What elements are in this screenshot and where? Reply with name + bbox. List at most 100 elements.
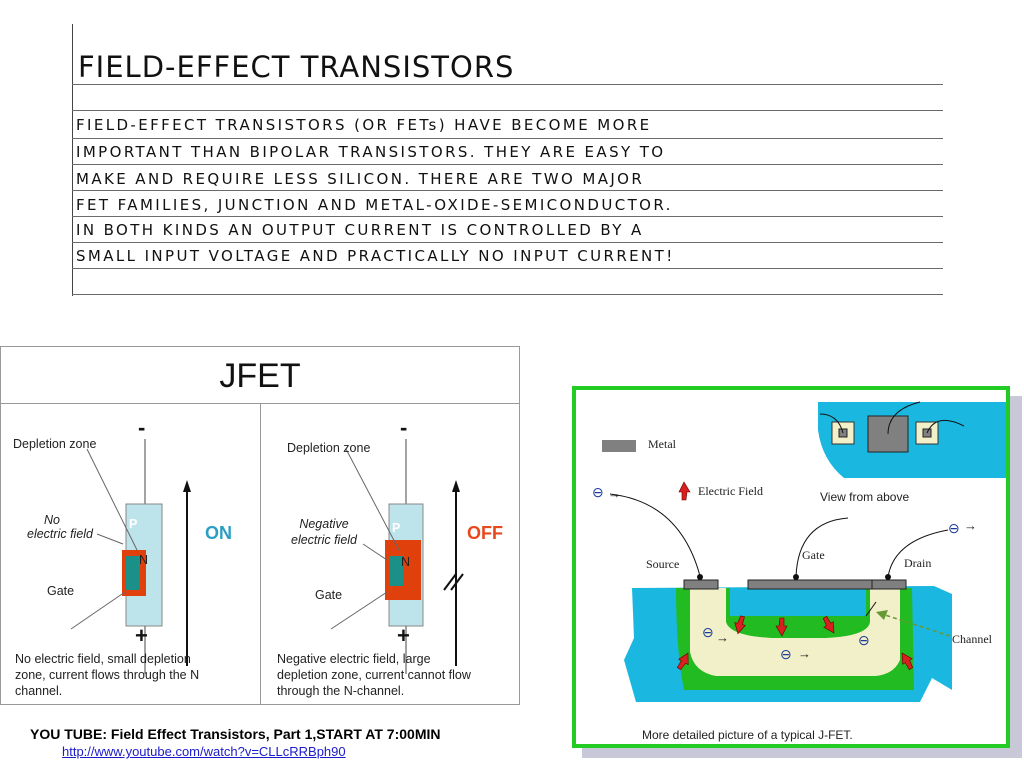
notes-line-3: MAKE AND REQUIRE LESS SILICON. THERE ARE…	[76, 170, 645, 188]
electric-field-legend-arrow	[678, 481, 691, 501]
notes-line-4: FET FAMILIES, JUNCTION AND METAL-OXIDE-S…	[76, 196, 673, 214]
right-block-mark-2	[450, 573, 464, 591]
ruled-line	[72, 110, 943, 111]
electron-channel-2-arrow: →	[798, 646, 811, 661]
right-caption-1: Negative electric field, large	[277, 652, 431, 666]
right-n-label: N	[401, 555, 411, 569]
youtube-title: YOU TUBE: Field Effect Transistors, Part…	[30, 726, 441, 742]
drain-bond	[885, 574, 891, 580]
left-p-label: P	[129, 517, 138, 531]
left-gate-pointer	[70, 591, 126, 630]
drain-label: Drain	[904, 556, 932, 570]
left-field-pointer	[96, 533, 124, 545]
left-plus: +	[135, 623, 148, 648]
channel-label: Channel	[952, 632, 992, 646]
metal-legend-swatch	[602, 440, 636, 452]
left-depletion-pointer	[86, 448, 138, 551]
left-caption-2: zone, current flows through the N	[15, 668, 200, 682]
youtube-link[interactable]: http://www.youtube.com/watch?v=CLLcRRBph…	[62, 744, 346, 759]
electron-source-arrow: →	[608, 486, 621, 501]
top-view-gate-wire	[887, 401, 921, 435]
field-arrow	[676, 652, 689, 671]
jfet-drawing	[70, 439, 464, 674]
left-depletion-label: Depletion zone	[13, 437, 97, 451]
channel-pointer-head	[876, 610, 888, 620]
top-view-drain-wire	[926, 419, 965, 434]
gate-p-region	[730, 588, 866, 616]
electron-channel-1-arrow: →	[716, 630, 729, 645]
cross-section-drawing	[602, 401, 1006, 702]
drain-contact	[871, 579, 907, 590]
right-gate-pointer	[330, 591, 388, 630]
left-current-arrowhead	[183, 480, 191, 492]
left-caption-3: channel.	[15, 684, 63, 698]
ruled-line	[72, 138, 943, 139]
left-minus: -	[138, 415, 146, 440]
electron-path-arrow	[865, 601, 877, 617]
top-view-substrate	[818, 402, 1006, 478]
cross-section-caption: More detailed picture of a typical J-FET…	[642, 728, 853, 742]
right-minus: -	[400, 415, 408, 440]
ruled-line	[72, 294, 943, 295]
source-contact	[683, 579, 719, 590]
gate-contact	[747, 579, 885, 590]
electron-channel-3: ⊖	[858, 632, 870, 648]
source-wire	[609, 493, 701, 577]
left-gate-label: Gate	[47, 584, 75, 598]
gate-label: Gate	[802, 548, 825, 562]
top-view-source-wire	[819, 413, 844, 434]
ruled-line	[72, 268, 943, 269]
drain-wire	[887, 529, 949, 578]
cross-section-frame: Metal Electric Field View from above Sou…	[572, 386, 1010, 748]
field-arrow	[822, 615, 835, 634]
n-channel	[690, 588, 900, 676]
on-label: ON	[205, 523, 232, 543]
jfet-cross-section: Metal Electric Field View from above Sou…	[572, 386, 1022, 758]
right-p-label: P	[392, 521, 401, 535]
left-caption-1: No electric field, small depletion	[15, 652, 191, 666]
right-block-mark-1	[443, 573, 457, 591]
ruled-line	[72, 216, 943, 217]
notes-line-1: FIELD-EFFECT TRANSISTORS (OR FETs) HAVE …	[76, 116, 652, 134]
left-field-label-1: No	[44, 513, 60, 527]
right-caption-3: through the N-channel.	[277, 684, 405, 698]
notes-line-5: IN BOTH KINDS AN OUTPUT CURRENT IS CONTR…	[76, 221, 644, 239]
source-bond	[697, 574, 703, 580]
channel-pointer	[881, 613, 951, 637]
right-plus: +	[397, 623, 410, 648]
margin-line	[72, 24, 73, 296]
metal-label: Metal	[648, 437, 676, 451]
gate-wire	[795, 517, 849, 578]
right-field-label-2: electric field	[291, 533, 357, 547]
left-p-region	[126, 556, 140, 590]
source-label: Source	[646, 557, 680, 571]
jfet-diagram: JFET - Depletion zone No electric field …	[0, 346, 520, 705]
right-depletion-label: Depletion zone	[287, 441, 371, 455]
electron-source: ⊖	[592, 484, 604, 500]
gate-bond	[793, 574, 799, 580]
right-caption-2: depletion zone, current cannot flow	[277, 668, 471, 682]
electron-channel-2: ⊖	[780, 646, 792, 662]
right-gate-label: Gate	[315, 588, 343, 602]
ruled-line	[72, 84, 943, 85]
right-depletion-pointer	[345, 448, 400, 551]
left-n-label: N	[139, 553, 149, 567]
jfet-divider	[260, 404, 261, 704]
right-p-region	[389, 556, 403, 586]
right-field-pointer	[362, 543, 388, 561]
notes-line-6: SMALL INPUT VOLTAGE AND PRACTICALLY NO I…	[76, 247, 675, 265]
notes-line-2: IMPORTANT THAN BIPOLAR TRANSISTORS. THEY…	[76, 143, 666, 161]
ruled-line	[72, 242, 943, 243]
field-arrow	[775, 617, 788, 637]
ruled-line	[72, 190, 943, 191]
jfet-title: JFET	[1, 347, 519, 404]
electron-drain-arrow: →	[964, 518, 977, 533]
off-label: OFF	[467, 523, 503, 543]
left-field-label-2: electric field	[27, 527, 93, 541]
right-field-label-1: Negative	[299, 517, 349, 531]
view-from-above-label: View from above	[820, 490, 910, 504]
electric-field-label: Electric Field	[698, 484, 763, 498]
field-arrow	[901, 652, 914, 671]
field-arrow	[734, 615, 746, 635]
electron-drain: ⊖	[948, 520, 960, 536]
